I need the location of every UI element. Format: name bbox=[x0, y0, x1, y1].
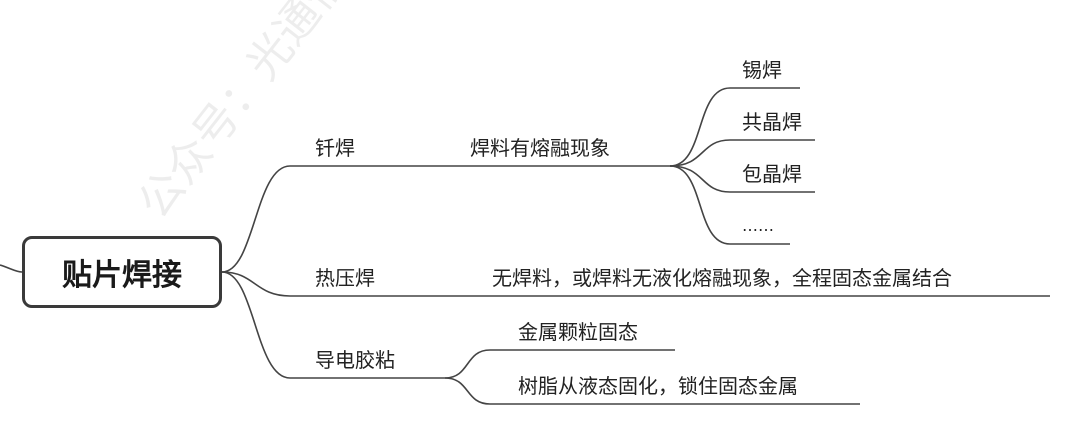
branch-thermocompression[interactable]: 热压焊 bbox=[315, 266, 375, 290]
leaf-peritectic-solder[interactable]: 包晶焊 bbox=[742, 162, 802, 186]
link-brazing-eutectic bbox=[669, 139, 815, 167]
link-brazing-tin bbox=[669, 87, 800, 167]
link-root-adhesive bbox=[221, 271, 445, 379]
link-adhesive-metal bbox=[444, 349, 675, 379]
leaf-ellipsis[interactable]: …… bbox=[742, 216, 774, 235]
link-adhesive-resin bbox=[444, 377, 860, 405]
branch-brazing-detail[interactable]: 焊料有熔融现象 bbox=[470, 136, 610, 160]
branch-thermocompression-detail[interactable]: 无焊料，或焊料无液化熔融现象，全程固态金属结合 bbox=[492, 266, 952, 290]
leaf-resin-curing[interactable]: 树脂从液态固化，锁住固态金属 bbox=[518, 374, 798, 398]
root-node[interactable]: 贴片焊接 bbox=[22, 236, 222, 308]
leaf-tin-solder[interactable]: 锡焊 bbox=[742, 58, 782, 82]
leaf-eutectic-solder[interactable]: 共晶焊 bbox=[742, 110, 802, 134]
link-brazing-peritectic bbox=[669, 165, 815, 193]
link-root-thermo bbox=[221, 271, 1050, 297]
branch-brazing[interactable]: 钎焊 bbox=[315, 136, 355, 160]
leaf-metal-particles-solid[interactable]: 金属颗粒固态 bbox=[518, 320, 638, 344]
link-brazing-more bbox=[669, 165, 790, 245]
link-root-brazing bbox=[221, 165, 670, 273]
branch-conductive-adhesive[interactable]: 导电胶粘 bbox=[315, 348, 395, 372]
root-in-line bbox=[0, 264, 23, 273]
